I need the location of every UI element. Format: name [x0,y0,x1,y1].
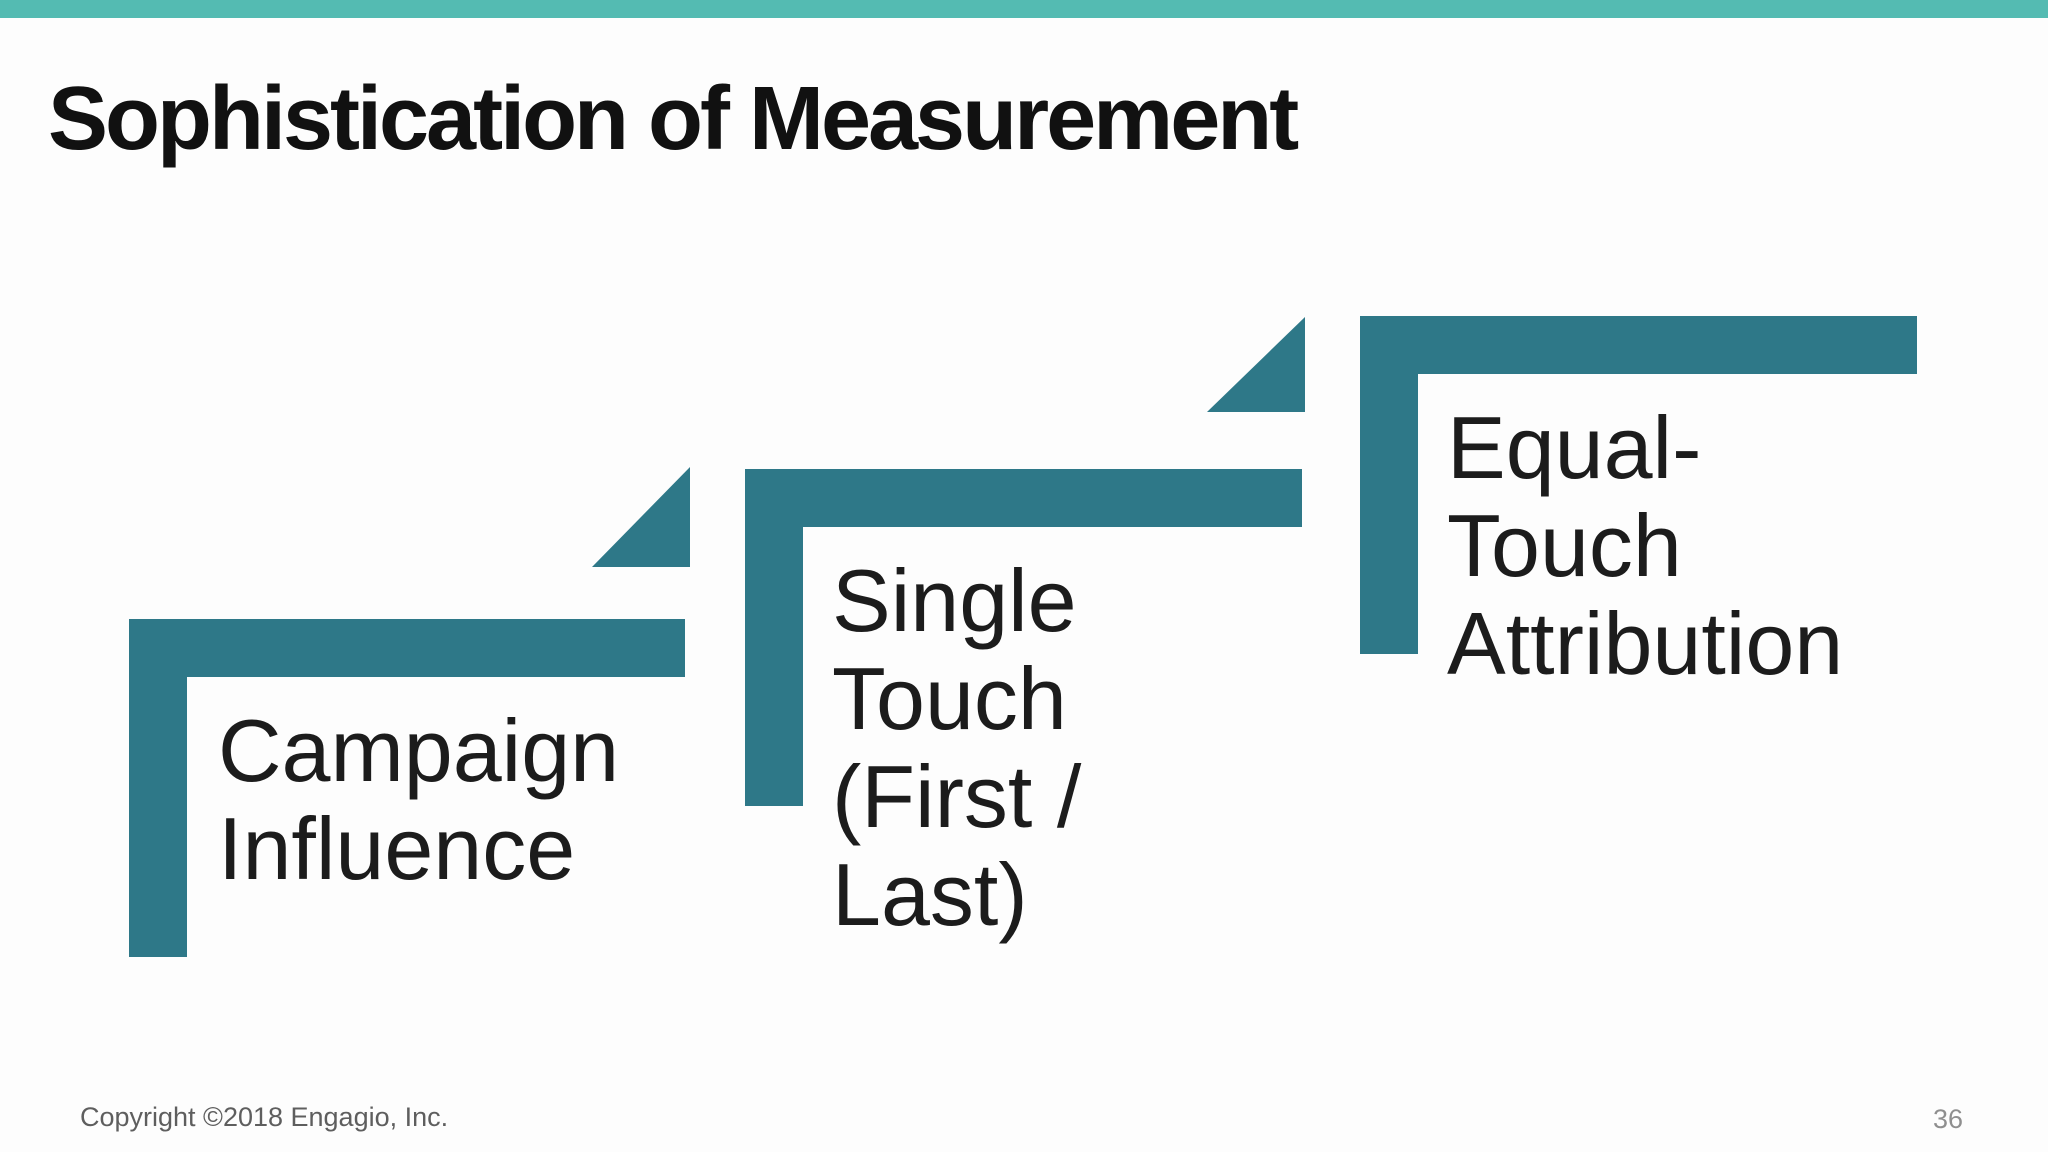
step-label-line: Influence [218,799,576,898]
step-label-equal-touch-attribution: Equal- Touch Attribution [1447,399,1843,693]
accent-top-bar [0,0,2048,18]
step-label-line: Campaign [218,701,620,800]
step-label-campaign-influence: Campaign Influence [218,702,619,898]
step-label-line: Touch [1447,496,1682,595]
step-bracket-equal-touch-attribution [1360,316,1917,654]
copyright-text: Copyright ©2018 Engagio, Inc. [80,1102,449,1132]
step-label-line: Attribution [1447,594,1844,693]
step-label-line: (First / [832,747,1082,846]
step-label-line: Touch [832,649,1067,748]
step-bracket-single-touch [745,469,1302,806]
step-bracket-campaign-influence [129,619,685,957]
step-label-single-touch: Single Touch (First / Last) [832,552,1081,944]
slide-page-number: 36 [1933,1104,1964,1134]
step-label-line: Last) [832,845,1028,944]
step-label-line: Equal- [1447,398,1702,497]
step-label-line: Single [832,551,1077,650]
slide-title: Sophistication of Measurement [48,69,1299,169]
step-up-arrow-icon-2 [1207,317,1305,412]
step-up-arrow-icon-1 [592,467,690,567]
